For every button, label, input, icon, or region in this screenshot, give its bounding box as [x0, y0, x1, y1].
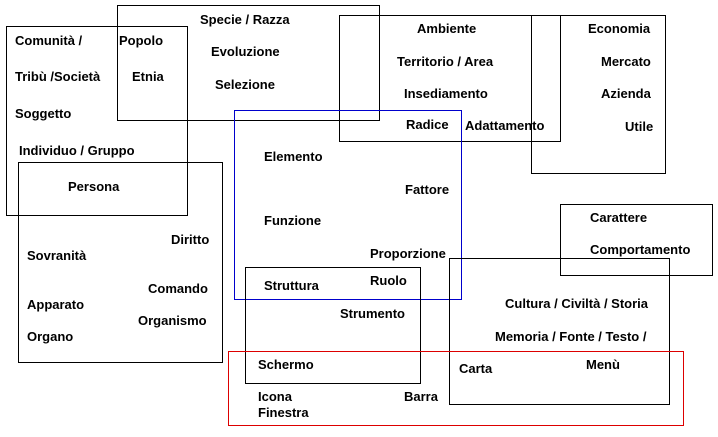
group-box-carattere: [560, 204, 713, 276]
label-adattamento: Adattamento: [465, 118, 545, 133]
label-struttura: Struttura: [264, 278, 319, 293]
group-box-cultura: [449, 258, 670, 405]
label-ambiente: Ambiente: [417, 21, 477, 36]
label-azienda: Azienda: [601, 86, 651, 101]
label-funzione: Funzione: [264, 213, 322, 228]
label-comportamento: Comportamento: [590, 242, 691, 257]
label-finestra: Finestra: [258, 405, 309, 420]
label-mercato: Mercato: [601, 54, 651, 69]
label-comando: Comando: [148, 281, 208, 296]
label-apparato: Apparato: [27, 297, 85, 312]
label-carta: Carta: [459, 361, 493, 376]
label-selezione: Selezione: [215, 77, 275, 92]
label-cultura: Cultura / Civiltà / Storia: [505, 296, 649, 311]
label-individuo-gruppo: Individuo / Gruppo: [19, 143, 135, 158]
label-persona: Persona: [68, 179, 120, 194]
group-box-ambiente: [339, 15, 561, 142]
label-radice: Radice: [406, 117, 449, 132]
group-box-specie: [117, 5, 380, 121]
label-tribu-societa: Tribù /Società: [15, 69, 101, 84]
label-evoluzione: Evoluzione: [211, 44, 280, 59]
label-ruolo: Ruolo: [370, 273, 407, 288]
group-box-persona: [18, 162, 223, 363]
label-comunita: Comunità /: [15, 33, 83, 48]
group-box-elemento: [234, 110, 462, 300]
group-box-economia: [531, 15, 666, 174]
label-insediamento: Insediamento: [404, 86, 488, 101]
label-strumento: Strumento: [340, 306, 405, 321]
label-specie-razza: Specie / Razza: [200, 12, 290, 27]
group-box-comunita: [6, 26, 188, 216]
label-territorio-area: Territorio / Area: [397, 54, 494, 69]
label-soggetto: Soggetto: [15, 106, 72, 121]
label-barra: Barra: [404, 389, 438, 404]
label-elemento: Elemento: [264, 149, 323, 164]
label-menu: Menù: [586, 357, 620, 372]
label-carattere: Carattere: [590, 210, 648, 225]
label-organo: Organo: [27, 329, 74, 344]
label-economia: Economia: [588, 21, 651, 36]
label-organismo: Organismo: [138, 313, 207, 328]
label-fattore: Fattore: [405, 182, 450, 197]
label-sovranita: Sovranità: [27, 248, 87, 263]
label-schermo: Schermo: [258, 357, 314, 372]
label-icona: Icona: [258, 389, 292, 404]
group-box-struttura: [245, 267, 421, 384]
label-diritto: Diritto: [171, 232, 210, 247]
label-popolo: Popolo: [119, 33, 164, 48]
group-box-schermo: [228, 351, 684, 426]
label-memoria: Memoria / Fonte / Testo /: [495, 329, 647, 344]
label-utile: Utile: [625, 119, 654, 134]
label-proporzione: Proporzione: [370, 246, 446, 261]
label-etnia: Etnia: [132, 69, 164, 84]
